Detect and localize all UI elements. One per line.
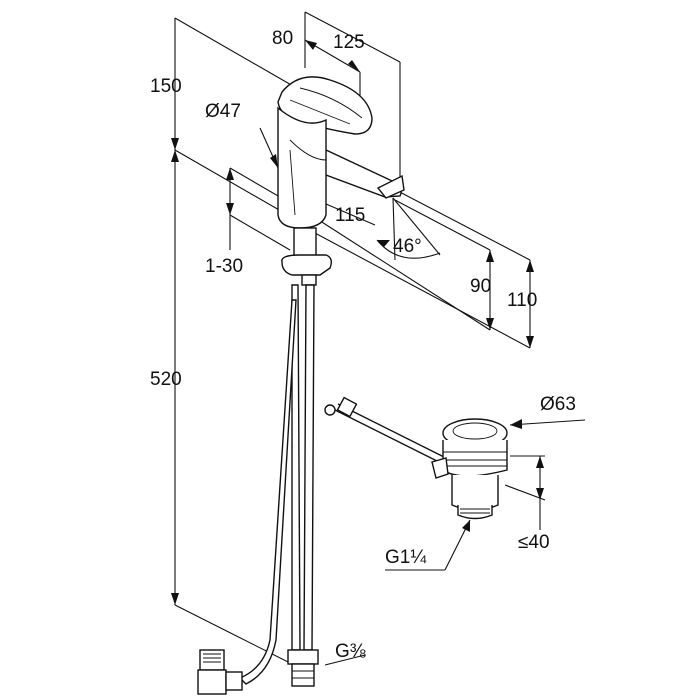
dim-90-label: 90 bbox=[470, 276, 491, 297]
faucet-column bbox=[277, 106, 402, 229]
valve-outlet bbox=[225, 671, 243, 691]
rod-knob bbox=[324, 404, 336, 416]
waste-thread bbox=[457, 505, 493, 520]
dim-dia63-label: Ø63 bbox=[540, 394, 576, 415]
hose-right bbox=[303, 284, 315, 651]
hose-fitting bbox=[287, 649, 319, 665]
dimension-arrows bbox=[171, 40, 544, 605]
dim-520-label: 520 bbox=[150, 369, 182, 390]
waste-body bbox=[442, 440, 508, 477]
hose-to-valve bbox=[238, 299, 297, 685]
waste-lever bbox=[431, 457, 449, 479]
dim-125-label: 125 bbox=[333, 32, 365, 53]
dim-dia47-label: Ø47 bbox=[205, 101, 241, 122]
valve-body bbox=[197, 669, 227, 695]
dim-115-label: 115 bbox=[335, 205, 365, 226]
hose-nut bbox=[291, 663, 315, 687]
waste-tailpiece bbox=[451, 475, 499, 511]
plate-nut bbox=[301, 274, 317, 286]
angle-valve bbox=[197, 649, 243, 695]
dim-g114-label: G1¼ bbox=[385, 547, 427, 568]
dim-80-label: 80 bbox=[272, 28, 293, 49]
dim-g38-label: G⅜ bbox=[335, 641, 366, 662]
valve-cap bbox=[199, 649, 225, 671]
dimension-labels: 80 125 150 Ø47 115 46° 1-30 90 110 520 Ø… bbox=[150, 28, 576, 662]
pop-up-waste bbox=[324, 396, 508, 520]
dim-le40-label: ≤40 bbox=[518, 532, 550, 553]
spout-aerator bbox=[376, 174, 405, 199]
rod-clamp bbox=[336, 396, 358, 418]
faucet-body bbox=[277, 76, 405, 286]
dim-1-30-label: 1-30 bbox=[205, 256, 243, 277]
supply-hoses bbox=[238, 284, 319, 687]
dim-150-label: 150 bbox=[150, 76, 182, 97]
dim-angle-label: 46° bbox=[393, 236, 422, 257]
dim-110-label: 110 bbox=[507, 290, 537, 311]
mounting-plate bbox=[281, 254, 333, 276]
